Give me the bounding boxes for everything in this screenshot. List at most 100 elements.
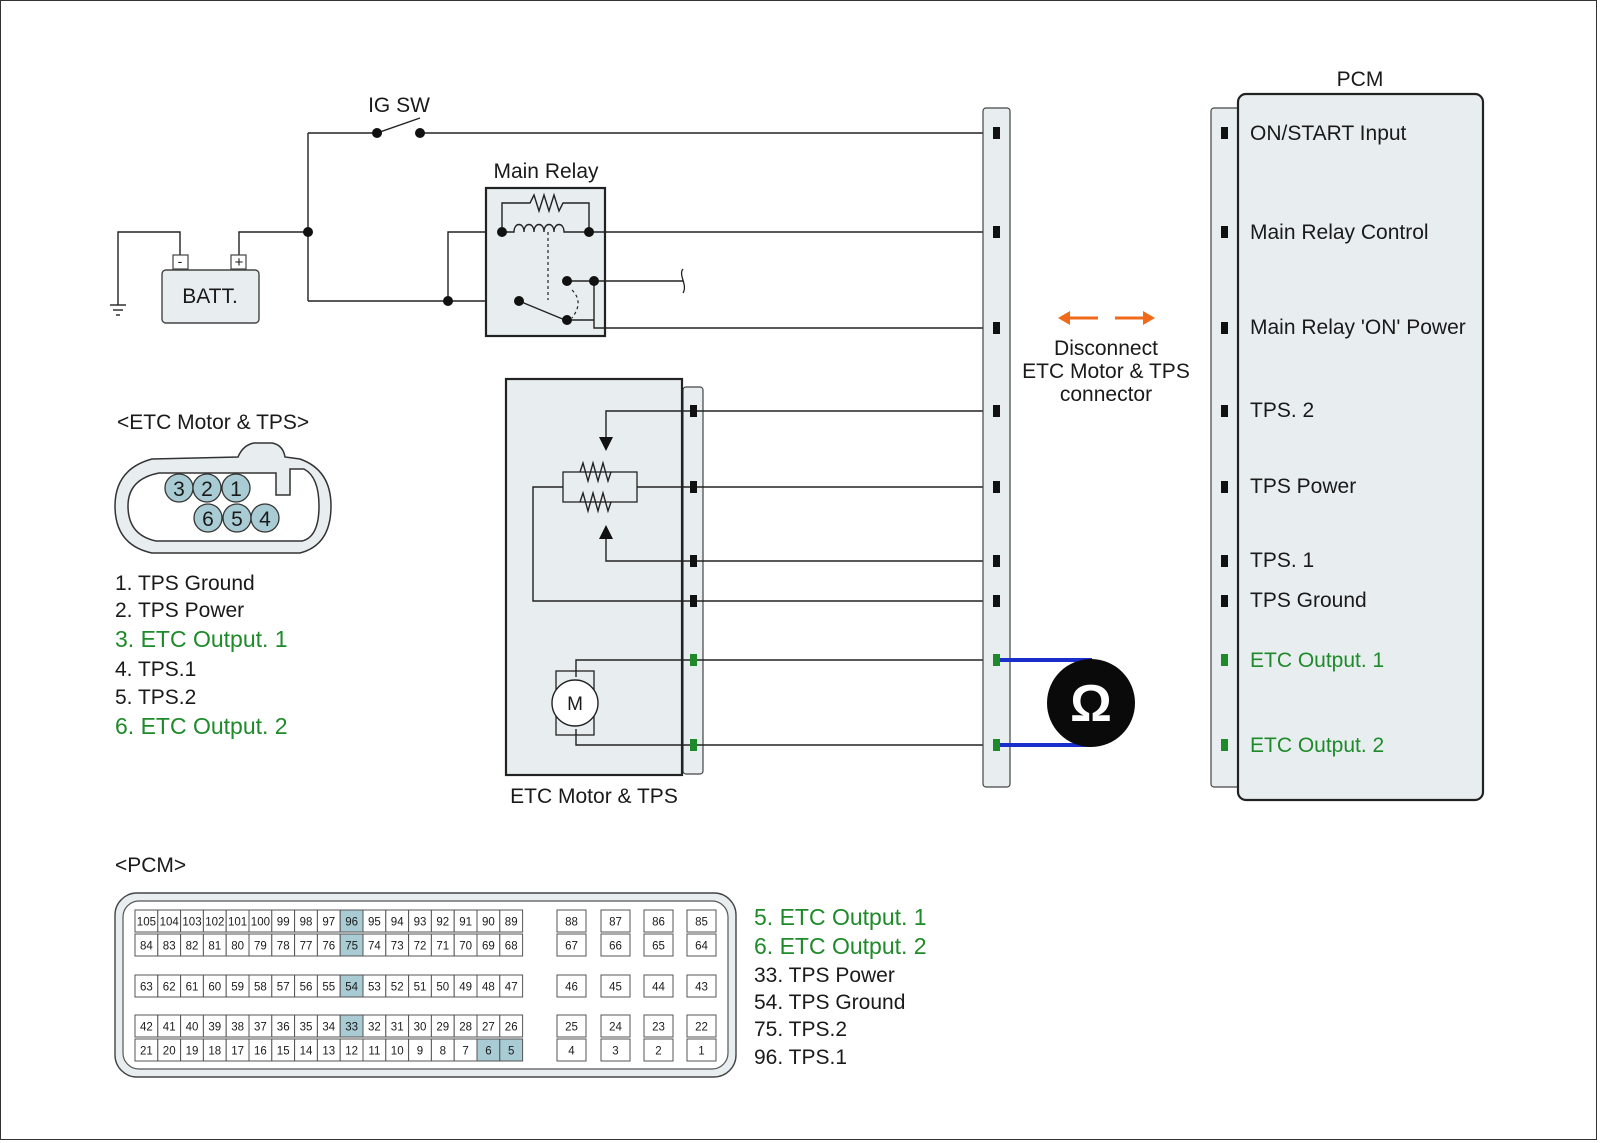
pcm-pin-cell (643, 909, 674, 933)
pcm-pin-label: ETC Output. 2 (1250, 734, 1384, 757)
pcm-legend-item: 5. ETC Output. 1 (754, 904, 927, 930)
pcm-pin-number: 17 (231, 1046, 244, 1058)
pcm-pin-cell (600, 1014, 631, 1038)
pcm-pin-number: 92 (436, 917, 449, 929)
pcm-pin-number: 66 (609, 941, 622, 953)
pcm-pin-number: 59 (231, 982, 244, 994)
pcm-pin-number: 63 (140, 982, 153, 994)
pcm-pin-number: 87 (609, 917, 622, 929)
pcm-pin-cell (686, 933, 717, 957)
main-relay (484, 186, 993, 338)
pcm-pin-number: 2 (655, 1046, 661, 1058)
etc-legend-item: 1. TPS Ground (115, 572, 255, 595)
pcm-pin-cell (499, 974, 524, 998)
pcm-pin-number: 57 (277, 982, 290, 994)
pcm-pin-number: 6 (485, 1046, 491, 1058)
pcm-pin-number: 26 (505, 1022, 518, 1034)
pcm-pin-number: 65 (652, 941, 665, 953)
pcm-pin-number: 28 (459, 1022, 472, 1034)
etc-legend-item: 5. TPS.2 (115, 686, 196, 709)
pcm-pin-number: 39 (208, 1022, 221, 1034)
pcm-pin-cell (686, 1014, 717, 1038)
ig-switch-blade (376, 117, 421, 134)
pcm-pin-number: 50 (436, 982, 449, 994)
etc-legend-item: 3. ETC Output. 1 (115, 626, 288, 652)
pcm-pin-label: ETC Output. 1 (1250, 649, 1384, 672)
pcm-pin-number: 69 (482, 941, 495, 953)
pcm-pin-label: TPS. 2 (1250, 399, 1314, 422)
pcm-pin-number: 23 (652, 1022, 665, 1034)
pcm-pin-number: 98 (300, 917, 313, 929)
pcm-pin-cell (556, 933, 587, 957)
pcm-pin-cell (556, 974, 587, 998)
pcm-pin-number: 51 (414, 982, 427, 994)
pcm-pin-cell (643, 933, 674, 957)
pcm-pin-number: 22 (695, 1022, 708, 1034)
pcm-pin-number: 8 (440, 1046, 446, 1058)
pcm-pin-label: Main Relay Control (1250, 221, 1429, 244)
pcm-pin-number: 47 (505, 982, 518, 994)
pcm-legend-item: 6. ETC Output. 2 (754, 933, 927, 959)
pcm-pin-cell (600, 974, 631, 998)
pcm-pin-number: 11 (368, 1046, 380, 1058)
pcm-pin-label: TPS Power (1250, 475, 1356, 498)
pcm-pin-number: 85 (695, 917, 708, 929)
pcm-pin-cell (499, 1038, 524, 1062)
pcm-pin-number: 36 (277, 1022, 290, 1034)
pcm-pin-number: 45 (609, 982, 622, 994)
pcm-pin-number: 74 (368, 941, 381, 953)
pcm-pin-number: 43 (695, 982, 708, 994)
pcm-pin-number: 93 (414, 917, 427, 929)
pcm-pin-cell (643, 1014, 674, 1038)
pcm-pin-cell (600, 1038, 631, 1062)
pcm-pin-number: 9 (417, 1046, 423, 1058)
disconnect-arrows-icon (1058, 311, 1155, 325)
etc-legend-item: 6. ETC Output. 2 (115, 713, 288, 739)
pcm-pin-number: 70 (459, 941, 472, 953)
etc-pin-number: 1 (230, 478, 242, 501)
svg-text:Ω: Ω (1070, 675, 1112, 733)
pcm-pin-number: 52 (391, 982, 404, 994)
pcm-pin-number: 56 (300, 982, 313, 994)
pcm-pin-cell (686, 1038, 717, 1062)
pcm-pin-number: 84 (140, 941, 153, 953)
pcm-pin-number: 10 (391, 1046, 404, 1058)
pcm-pin-number: 58 (254, 982, 267, 994)
pcm-legend-item: 33. TPS Power (754, 964, 895, 987)
pcm-pin-number: 24 (609, 1022, 622, 1034)
pcm-module (1210, 92, 1485, 802)
pcm-pin-number: 88 (565, 917, 578, 929)
pcm-pin-number: 4 (568, 1046, 575, 1058)
motor-icon: M (567, 694, 583, 715)
pcm-pin-label: TPS. 1 (1250, 549, 1314, 572)
pcm-legend-item: 54. TPS Ground (754, 991, 905, 1014)
battery-label: BATT. (182, 285, 238, 308)
pcm-pin-number: 3 (612, 1046, 618, 1058)
pcm-pin-number: 31 (391, 1022, 404, 1034)
pcm-pin-number: 67 (565, 941, 578, 953)
pcm-pin-number: 40 (186, 1022, 199, 1034)
battery-plus-label: + (235, 254, 244, 271)
pcm-pin-number: 75 (345, 941, 358, 953)
pcm-pin-number: 82 (186, 941, 199, 953)
harness-connector-strip (982, 107, 1011, 788)
pcm-pin-number: 7 (462, 1046, 468, 1058)
pcm-pin-number: 86 (652, 917, 665, 929)
pcm-pin-number: 15 (277, 1046, 290, 1058)
etc-legend-item: 4. TPS.1 (115, 658, 196, 681)
ground-wire (117, 231, 181, 305)
battery: - + BATT. (161, 253, 260, 324)
pcm-pin-number: 19 (186, 1046, 199, 1058)
etc-pin (192, 473, 222, 503)
ig-sw-label: IG SW (368, 94, 430, 117)
etc-connector-title: <ETC Motor & TPS> (117, 411, 309, 434)
pcm-pin-number: 32 (368, 1022, 381, 1034)
pcm-legend-item: 75. TPS.2 (754, 1018, 847, 1041)
pcm-pin-cell (600, 933, 631, 957)
pcm-pin-number: 78 (277, 941, 290, 953)
pcm-pin-number: 62 (163, 982, 176, 994)
